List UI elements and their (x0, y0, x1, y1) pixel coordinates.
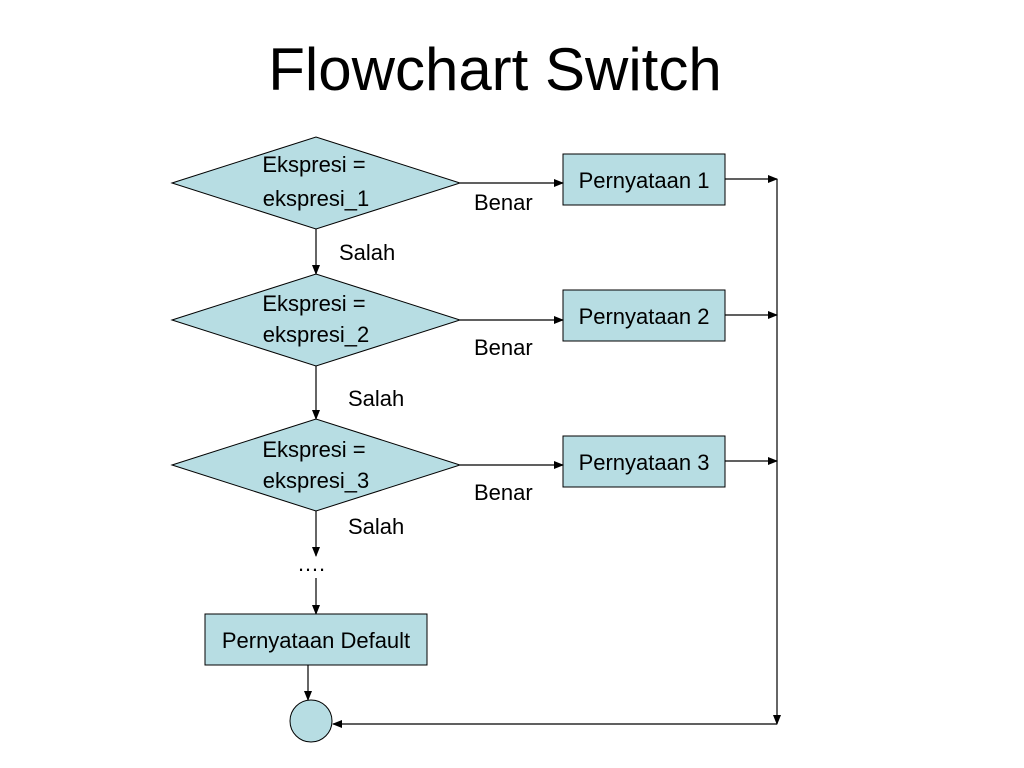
decision-diamond-3 (170, 418, 462, 512)
true-label-1: Benar (474, 190, 533, 215)
statement-box-1 (562, 153, 726, 206)
statement-3-label: Pernyataan 3 (579, 450, 710, 475)
false-label-1: Salah (339, 240, 395, 265)
decision-diamond-1 (170, 136, 462, 230)
statement-box-3 (562, 435, 726, 488)
decision-2-line2: ekspresi_2 (263, 322, 369, 347)
decision-diamond-2 (170, 273, 462, 367)
statement-box-2 (562, 289, 726, 342)
decision-1-line2: ekspresi_1 (263, 186, 369, 211)
decision-2-line1: Ekspresi = (262, 291, 365, 316)
page-title: Flowchart Switch (268, 36, 722, 103)
default-statement-box (204, 613, 428, 666)
statement-1-label: Pernyataan 1 (579, 168, 710, 193)
false-label-2: Salah (348, 386, 404, 411)
true-label-3: Benar (474, 480, 533, 505)
decision-3-line1: Ekspresi = (262, 437, 365, 462)
ellipsis-label: …. (297, 551, 325, 576)
statement-2-label: Pernyataan 2 (579, 304, 710, 329)
decision-3-line2: ekspresi_3 (263, 468, 369, 493)
end-connector-circle (289, 699, 333, 743)
default-statement-label: Pernyataan Default (222, 628, 410, 653)
false-label-3: Salah (348, 514, 404, 539)
decision-1-line1: Ekspresi = (262, 152, 365, 177)
true-label-2: Benar (474, 335, 533, 360)
